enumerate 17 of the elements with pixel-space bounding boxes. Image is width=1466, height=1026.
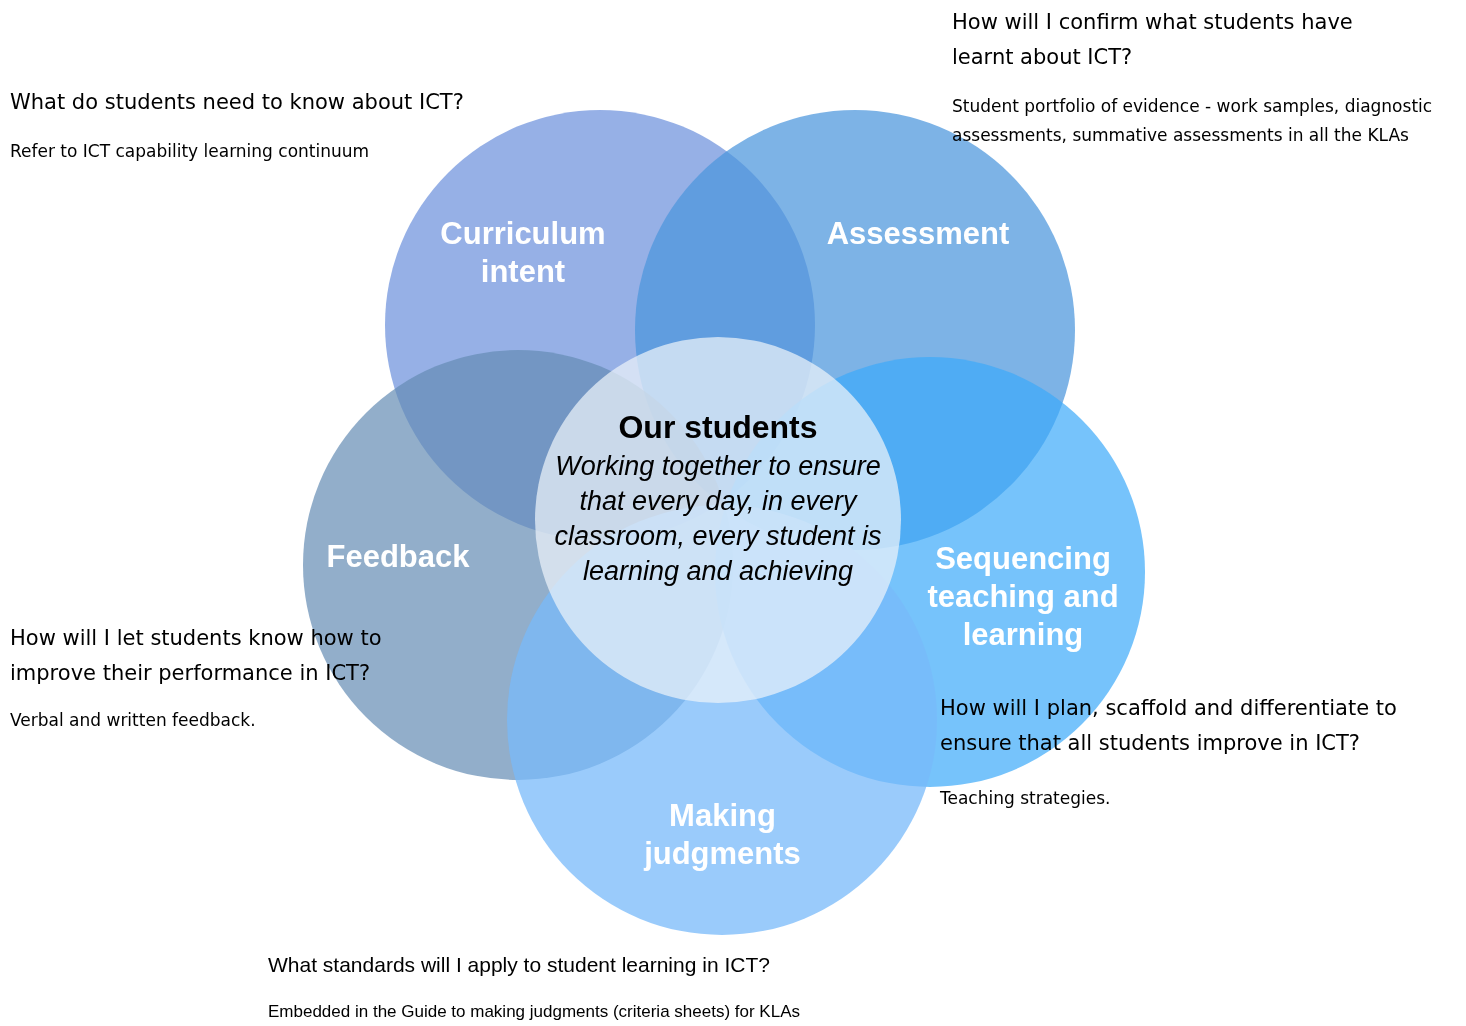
answer-text: Refer to ICT capability learning continuum (10, 140, 371, 163)
circle-label: Assessment (825, 215, 1011, 253)
circle-label: Making judgments (642, 797, 802, 873)
circle-label: Sequencing teaching and learning (926, 540, 1120, 654)
answer-text: Teaching strategies. (940, 787, 1112, 810)
question-text: What do students need to know about ICT? (10, 89, 465, 116)
center-statement: Working together to ensure that every day, in every classroom, every student is learning and achieving (553, 450, 883, 588)
question-text: How will I confirm what students have learnt about ICT? (952, 9, 1354, 71)
question-text: What standards will I apply to student learning in ICT? (268, 952, 771, 978)
circle-label: Feedback (325, 538, 471, 576)
answer-text: Verbal and written feedback. (10, 709, 257, 732)
center-heading: Our students (617, 409, 819, 446)
question-text: How will I let students know how to improve their performance in ICT? (10, 625, 383, 687)
answer-text: Student portfolio of evidence - work samples, diagnostic assessments, summative assessments in all the KLAs (952, 95, 1434, 147)
answer-text: Embedded in the Guide to making judgments (criteria sheets) for KLAs (268, 1001, 801, 1023)
circle-label: Curriculum intent (439, 215, 607, 291)
question-text: How will I plan, scaffold and differentiate to ensure that all students improve in ICT? (940, 695, 1398, 757)
